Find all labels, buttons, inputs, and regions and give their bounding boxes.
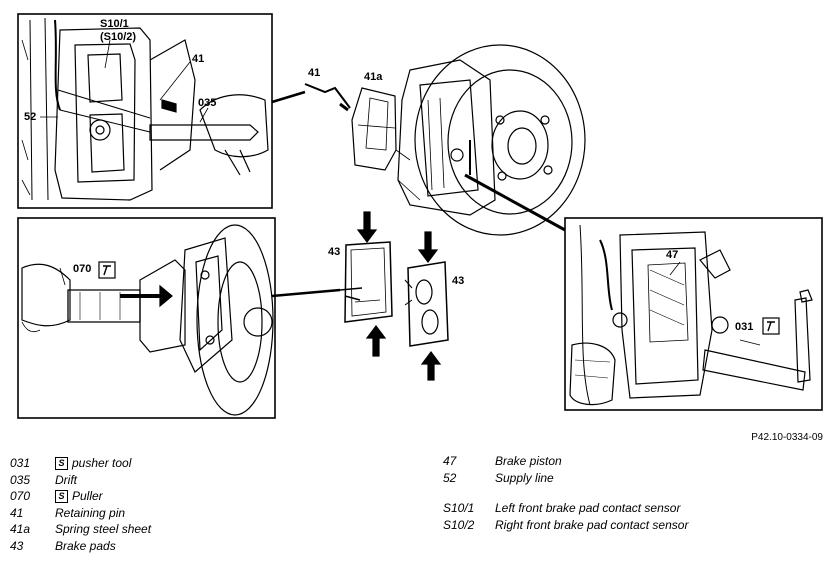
legend-label: Supply line — [495, 470, 554, 485]
legend-code: 41a — [10, 522, 31, 537]
inset-puller — [17, 217, 276, 419]
center-exploded-assembly — [271, 44, 586, 236]
legend-code: S10/2 — [443, 517, 475, 532]
callout-s10-1: S10/1 — [100, 18, 129, 30]
wrench-icon: S — [55, 489, 68, 503]
callout-43-left: 43 — [328, 246, 340, 258]
legend-code: 070 — [10, 489, 31, 504]
legend-label: Right front brake pad contact sensor — [495, 517, 689, 532]
legend-code: 52 — [443, 470, 457, 485]
legend-item: 47 Brake piston — [443, 453, 688, 470]
legend-item: 52 Supply line — [443, 470, 688, 487]
wrench-icon — [762, 317, 780, 335]
inset-caliper-sensor — [17, 13, 273, 209]
legend-item: 070 S Puller — [10, 488, 151, 505]
legend-code: 41 — [10, 505, 24, 520]
callout-031: 031 — [735, 321, 753, 333]
legend-item: 41a Spring steel sheet — [10, 521, 151, 538]
brake-pads-pair — [271, 211, 449, 381]
legend-code: 035 — [10, 472, 31, 487]
callout-41-inset: 41 — [192, 53, 204, 65]
legend-item: S10/2 Right front brake pad contact sens… — [443, 517, 688, 534]
legend-label: Spring steel sheet — [55, 522, 152, 537]
legend-item: 031 S pusher tool — [10, 455, 151, 472]
legend-code: 47 — [443, 454, 457, 469]
legend-label: pusher tool — [72, 456, 132, 471]
legend-item: 41 Retaining pin — [10, 505, 151, 522]
callout-035: 035 — [198, 97, 216, 109]
legend-label: Retaining pin — [55, 505, 126, 520]
legend-item: S10/1 Left front brake pad contact senso… — [443, 500, 688, 517]
callout-s10-2: (S10/2) — [100, 31, 136, 43]
legend-right-column: 47 Brake piston 52 Supply line S10/1 Lef… — [443, 453, 688, 533]
callout-070: 070 — [73, 263, 91, 275]
exploded-brake-diagram: S10/1 (S10/2) 41 52 035 41 41a 070 43 43… — [17, 13, 823, 419]
callout-47: 47 — [666, 249, 678, 261]
callout-43-right: 43 — [452, 275, 464, 287]
wrench-icon: S — [55, 456, 68, 470]
legend-label: Left front brake pad contact sensor — [495, 501, 681, 516]
legend-code: 43 — [10, 538, 24, 553]
wrench-icon — [98, 261, 116, 279]
legend-left-column: 031 S pusher tool 035 Drift 070 S Puller… — [10, 455, 151, 554]
figure-reference-number: P42.10-0334-09 — [751, 432, 823, 443]
inset-pusher-tool — [564, 217, 823, 411]
legend-label: Puller — [72, 489, 103, 504]
legend-code: S10/1 — [443, 501, 475, 516]
callout-41a: 41a — [364, 71, 383, 83]
legend-code: 031 — [10, 456, 31, 471]
legend-label: Brake pads — [55, 538, 116, 553]
legend-item: 035 Drift — [10, 472, 151, 489]
legend-item: 43 Brake pads — [10, 538, 151, 555]
legend-label: Brake piston — [495, 454, 562, 469]
legend-label: Drift — [55, 472, 77, 487]
callout-41-pin: 41 — [308, 67, 320, 79]
callout-52: 52 — [24, 111, 36, 123]
